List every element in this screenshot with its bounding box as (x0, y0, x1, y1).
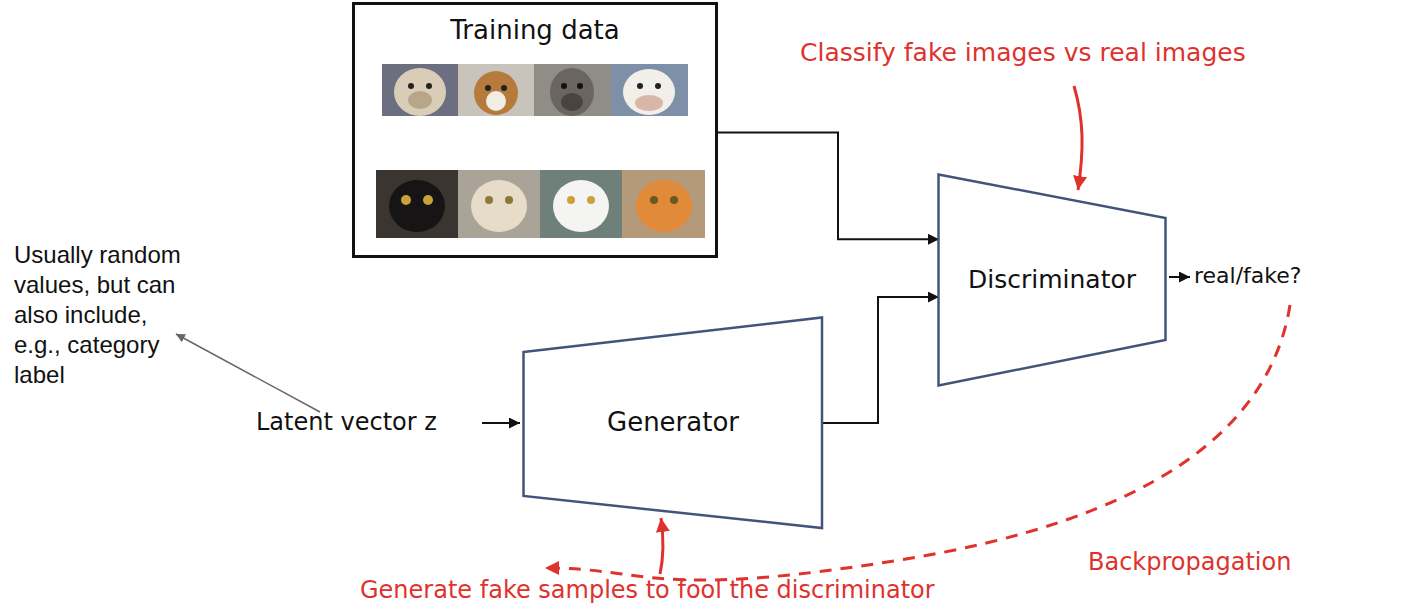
annotation: Backpropagation (1088, 548, 1291, 577)
connector (822, 297, 939, 423)
cat-photos (376, 170, 705, 238)
data-box: Training data (352, 2, 718, 258)
trapezoid-shape (939, 175, 1166, 386)
input-arrow (482, 422, 520, 424)
callout-arrow (1074, 86, 1082, 190)
note: Usually random values, but can also incl… (14, 240, 200, 390)
discriminator-box: Discriminator (937, 173, 1167, 387)
generator-box: Generator (522, 316, 824, 530)
input-label: Latent vector z (256, 408, 437, 437)
annotation: Classify fake images vs real images (800, 38, 1246, 68)
node-title: Discriminator (968, 265, 1136, 295)
output-arrow (1169, 276, 1190, 278)
node-title: Training data (450, 15, 619, 46)
output-label: real/fake? (1194, 263, 1302, 289)
annotation: Generate fake samples to fool the discri… (360, 576, 935, 605)
callout-arrow (660, 518, 663, 574)
dog-photos (382, 64, 688, 116)
connector (716, 133, 939, 240)
leader-line (176, 334, 320, 412)
trapezoid-shape (524, 318, 823, 529)
node-title: Generator (607, 407, 739, 438)
